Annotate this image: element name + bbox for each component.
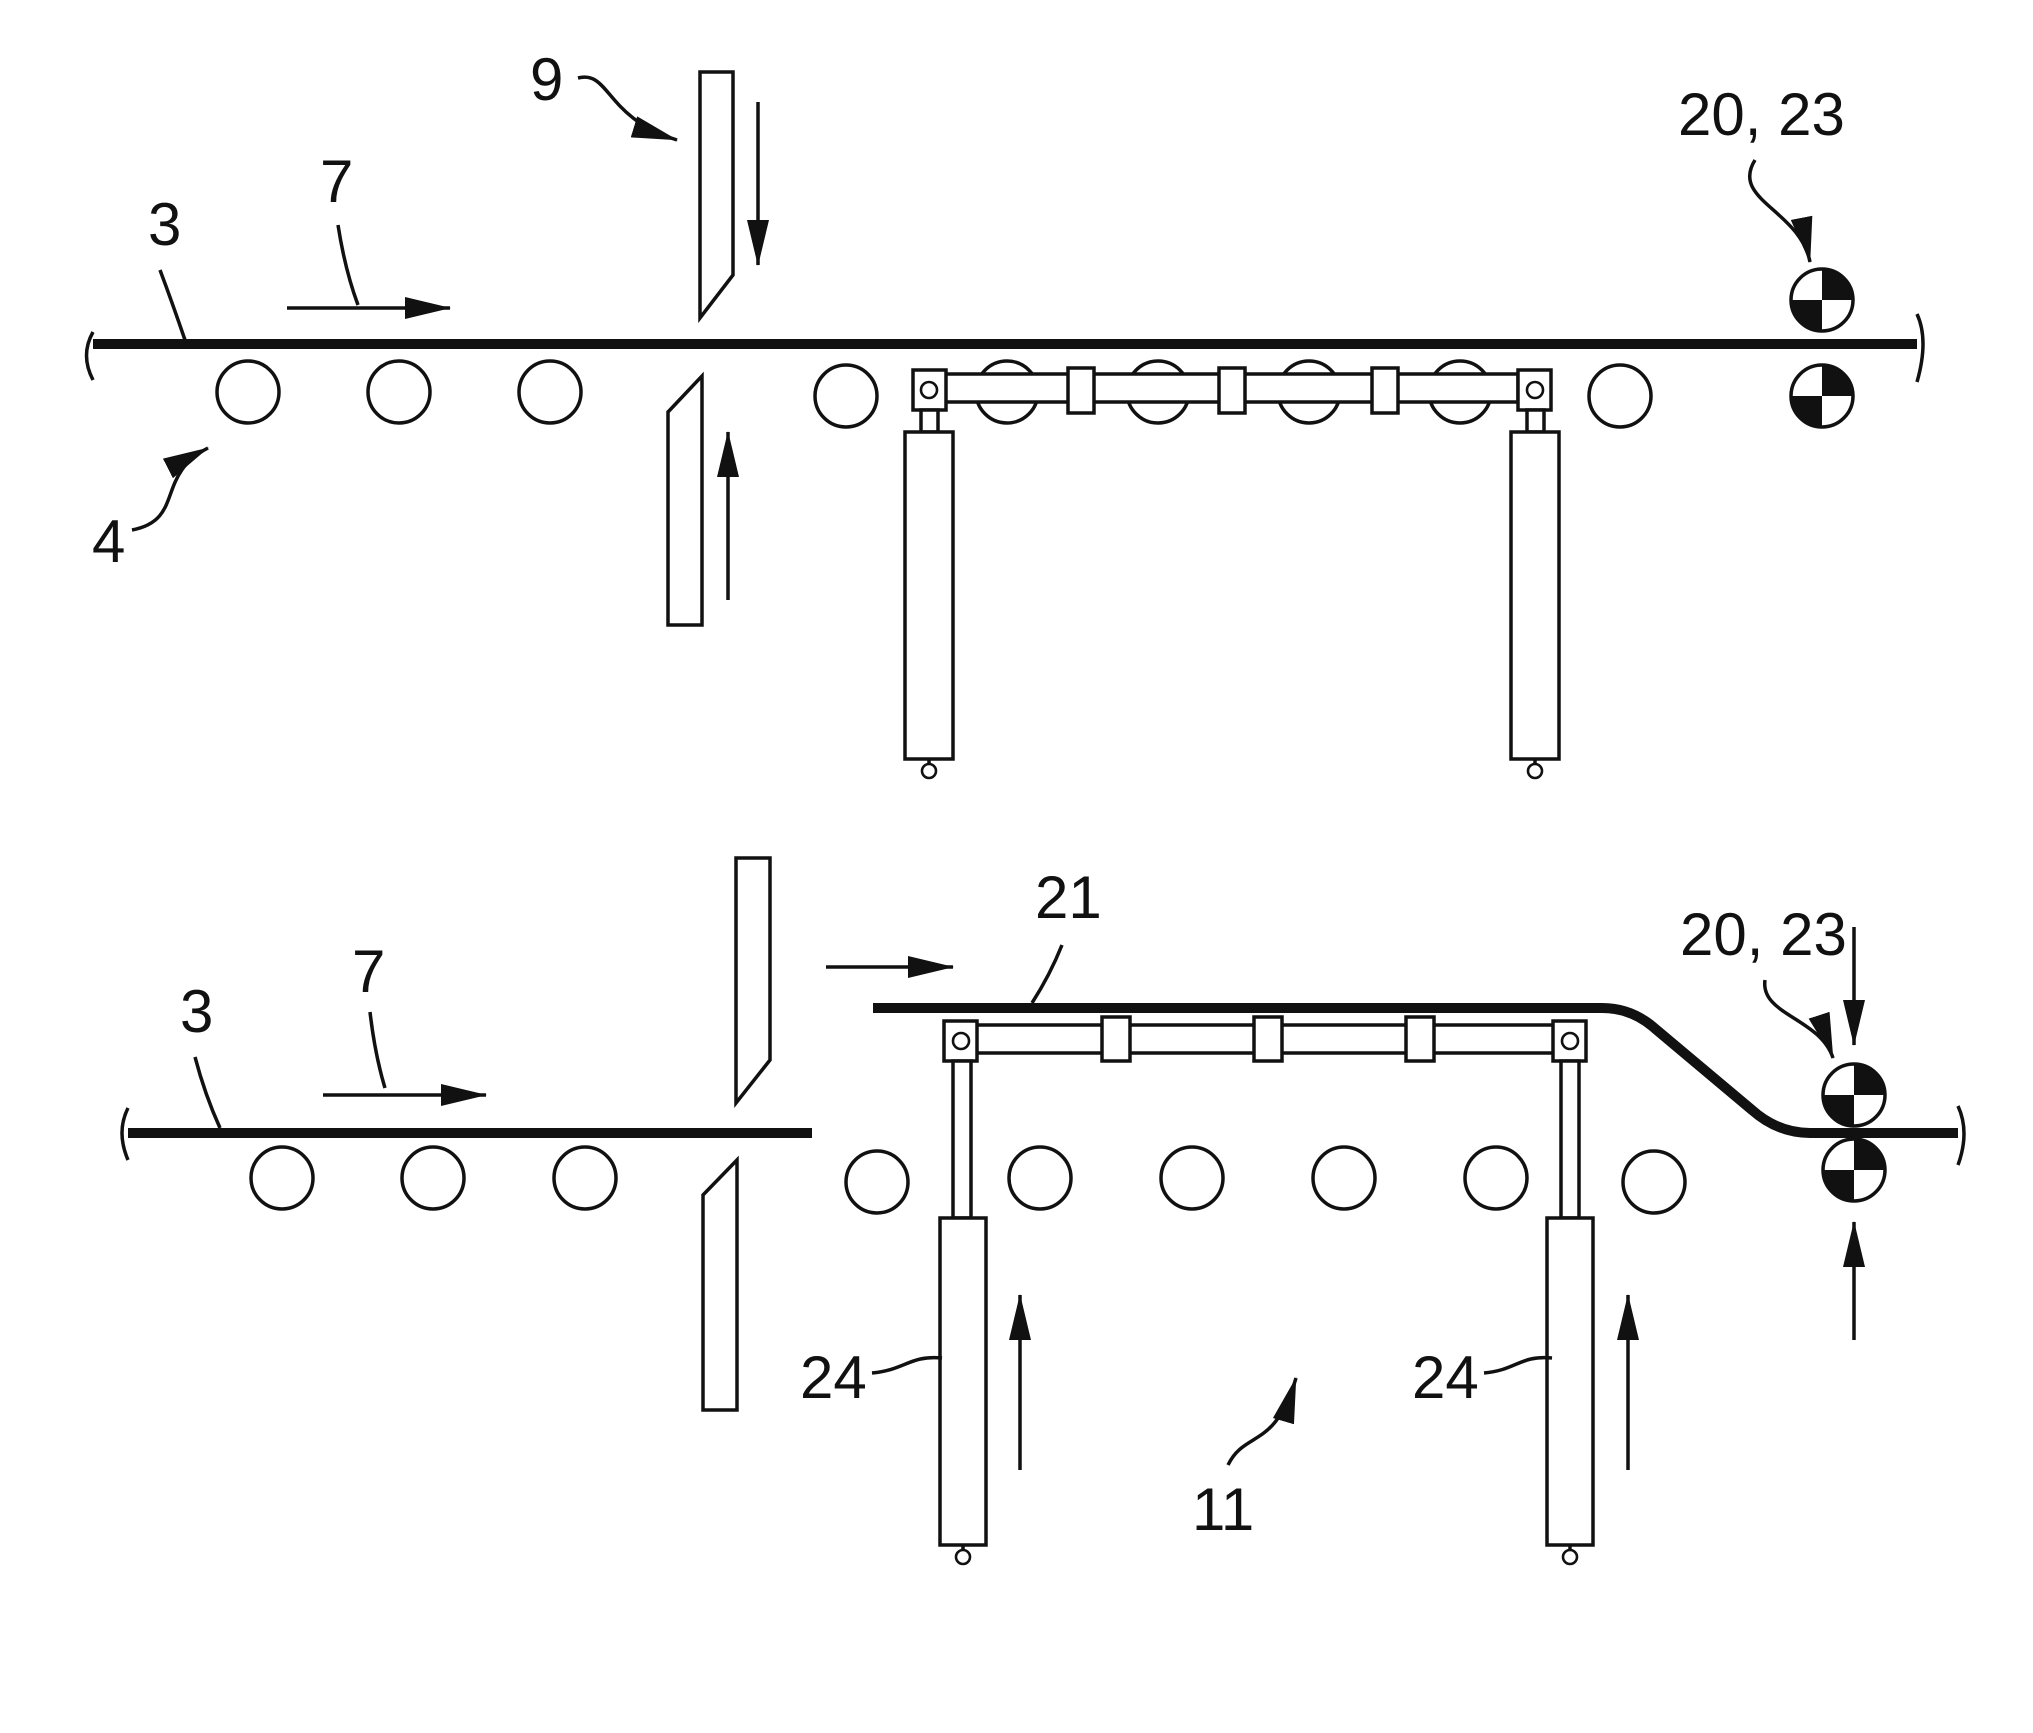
roller [217, 361, 279, 423]
roller [251, 1147, 313, 1209]
roller [1465, 1147, 1527, 1209]
lifting-frame-top [905, 368, 1559, 778]
roller [554, 1147, 616, 1209]
driver-roll-lower [1791, 365, 1853, 427]
label-3-bottom-text: 3 [180, 978, 213, 1045]
roller [519, 361, 581, 423]
cylinder-24-right: 24 [1412, 1218, 1628, 1564]
label-3-top-text: 3 [148, 191, 181, 258]
roller [815, 365, 877, 427]
upper-shear-blade [736, 858, 770, 1103]
label-3-bottom: 3 [180, 978, 220, 1128]
label-7-bottom: 7 [323, 938, 486, 1095]
roller [1009, 1147, 1071, 1209]
roller [1313, 1147, 1375, 1209]
strip-3-bottom [122, 1108, 812, 1160]
driver-rolls-bottom: 20, 23 [1680, 901, 1885, 1340]
driver-rolls-top: 20, 23 [1678, 81, 1853, 427]
shear-top: 9 [530, 46, 758, 625]
cylinder-24-left: 24 [800, 1218, 1020, 1564]
top-view: 3 7 4 [87, 46, 1924, 778]
label-24-left-text: 24 [800, 1344, 867, 1411]
label-4: 4 [92, 448, 208, 575]
label-7-bottom-text: 7 [352, 938, 385, 1005]
lower-shear-blade [703, 1160, 737, 1410]
roller [1623, 1151, 1685, 1213]
upper-shear-blade [700, 72, 733, 318]
roller [1589, 365, 1651, 427]
roller [368, 361, 430, 423]
bottom-view: 3 7 [122, 858, 1964, 1564]
label-24-right-text: 24 [1412, 1344, 1479, 1411]
roller [1161, 1147, 1223, 1209]
label-20-23-top-text: 20, 23 [1678, 81, 1845, 148]
label-7-top: 7 [287, 148, 450, 308]
roller [402, 1147, 464, 1209]
label-20-23-bottom-text: 20, 23 [1680, 901, 1847, 968]
label-4-text: 4 [92, 508, 125, 575]
driver-roll-upper [1823, 1064, 1885, 1126]
label-3-top: 3 [148, 191, 185, 340]
label-21-text: 21 [1035, 864, 1102, 931]
label-7-top-text: 7 [320, 148, 353, 215]
driver-roll-lower [1823, 1139, 1885, 1201]
driver-roll-upper [1791, 269, 1853, 331]
lower-shear-blade [668, 376, 702, 625]
label-9-text: 9 [530, 46, 563, 113]
label-11-text: 11 [1192, 1476, 1254, 1543]
roller [846, 1151, 908, 1213]
label-11: 11 [1192, 1378, 1296, 1543]
